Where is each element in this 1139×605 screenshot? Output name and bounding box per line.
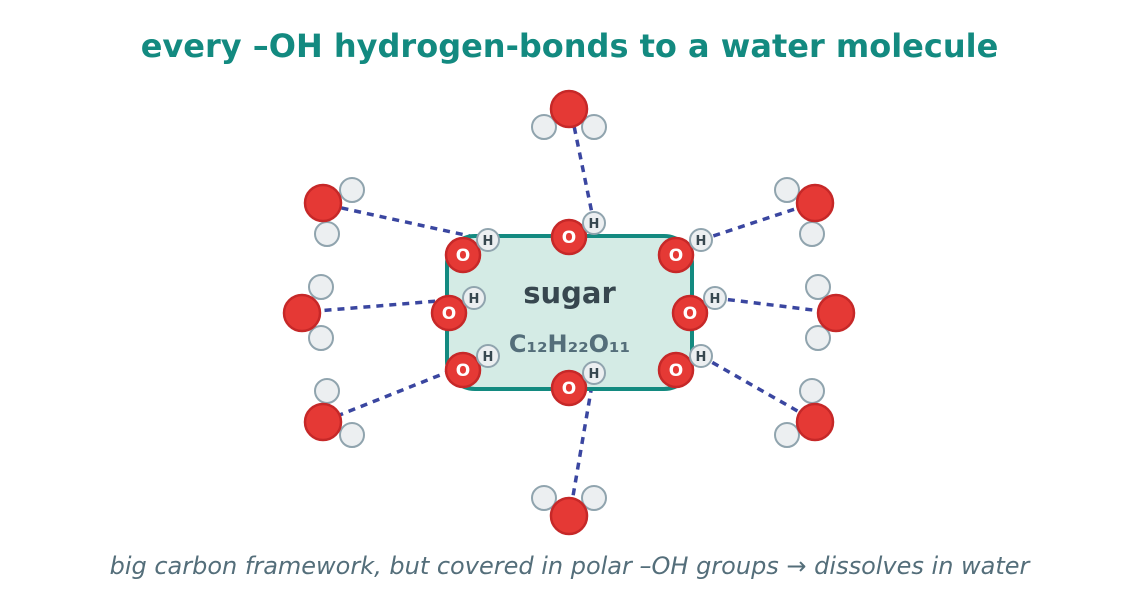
water-molecule: [805, 274, 856, 351]
hydroxyl-hydrogen-atom: [476, 228, 500, 252]
hydroxyl-hydrogen-atom: [462, 286, 486, 310]
sugar-label: sugar: [523, 276, 616, 310]
water-hydrogen-atom: [308, 325, 334, 351]
hydroxyl-oxygen-atom: [430, 294, 468, 332]
hydrogen-label: H: [589, 217, 600, 232]
hydroxyl-group: OH: [550, 211, 606, 256]
hydroxyl-group: OH: [550, 361, 606, 407]
water-hydrogen-atom: [774, 177, 800, 203]
water-oxygen-atom: [549, 496, 589, 536]
oxygen-label: O: [562, 228, 576, 248]
hydroxyl-group: OH: [657, 344, 713, 389]
water-hydrogen-atom: [581, 114, 607, 140]
hydroxyl-oxygen-atom: [657, 236, 695, 274]
water-hydrogen-atom: [339, 177, 365, 203]
water-hydrogen-atom: [339, 422, 365, 448]
water-hydrogen-atom: [774, 422, 800, 448]
water-hydrogen-atom: [805, 274, 831, 300]
oxygen-label: O: [456, 361, 470, 381]
oxygen-label: O: [456, 246, 470, 266]
hydroxyl-hydrogen-atom: [689, 228, 713, 252]
water-oxygen-atom: [303, 183, 343, 223]
hydrogen-label: H: [696, 350, 707, 365]
oxygen-label: O: [669, 246, 683, 266]
water-hydrogen-atom: [531, 114, 557, 140]
hydroxyl-hydrogen-atom: [476, 344, 500, 368]
water-hydrogen-atom: [799, 378, 825, 404]
water-molecule: [774, 378, 835, 448]
page-title: every –OH hydrogen-bonds to a water mole…: [141, 27, 999, 65]
hydrogen-bond-line: [336, 205, 489, 242]
water-molecules: [282, 89, 856, 536]
hydrogen-bond-line: [570, 372, 596, 503]
hydrogen-label: H: [710, 292, 721, 307]
hydroxyl-hydrogen-atom: [582, 211, 606, 235]
hydrogen-bond-line: [700, 354, 802, 415]
hydroxyl-hydrogen-atom: [582, 361, 606, 385]
hydrogen-label: H: [589, 367, 600, 382]
water-molecule: [531, 485, 607, 536]
water-oxygen-atom: [795, 183, 835, 223]
sugar-formula: C₁₂H₂₂O₁₁: [509, 330, 630, 358]
hydroxyl-group: OH: [657, 228, 713, 274]
oxygen-label: O: [562, 379, 576, 399]
hydroxyl-oxygen-atom: [671, 294, 709, 332]
caption: big carbon framework, but covered in pol…: [110, 552, 1032, 580]
water-molecule: [303, 378, 365, 448]
hydroxyl-hydrogen-atom: [689, 344, 713, 368]
water-molecule: [531, 89, 607, 140]
water-oxygen-atom: [816, 293, 856, 333]
hydrogen-bond-line: [714, 296, 822, 313]
hydrogen-label: H: [483, 234, 494, 249]
water-molecule: [282, 274, 334, 351]
hydrogen-label: H: [483, 350, 494, 365]
water-hydrogen-atom: [308, 274, 334, 300]
water-oxygen-atom: [282, 293, 322, 333]
hydroxyl-oxygen-atom: [657, 351, 695, 389]
water-hydrogen-atom: [799, 221, 825, 247]
water-hydrogen-atom: [314, 221, 340, 247]
oxygen-label: O: [442, 304, 456, 324]
water-oxygen-atom: [549, 89, 589, 129]
water-hydrogen-atom: [581, 485, 607, 511]
oxygen-label: O: [669, 361, 683, 381]
hydroxyl-group: OH: [430, 286, 486, 332]
water-oxygen-atom: [795, 402, 835, 442]
hydrogen-label: H: [696, 234, 707, 249]
hydrogen-label: H: [469, 292, 480, 307]
hydroxyl-group: OH: [671, 286, 727, 332]
water-hydrogen-atom: [314, 378, 340, 404]
hydrogen-bond-line: [700, 205, 802, 242]
hydroxyl-oxygen-atom: [444, 236, 482, 274]
hydroxyl-group: OH: [444, 344, 500, 389]
hydrogen-bond-line: [571, 120, 596, 224]
hydroxyl-group: OH: [444, 228, 500, 274]
water-hydrogen-atom: [531, 485, 557, 511]
hydroxyl-hydrogen-atom: [703, 286, 727, 310]
oxygen-label: O: [683, 304, 697, 324]
water-molecule: [303, 177, 365, 247]
water-molecule: [774, 177, 835, 247]
water-hydrogen-atom: [805, 325, 831, 351]
hydroxyl-oxygen-atom: [550, 218, 588, 256]
water-oxygen-atom: [303, 402, 343, 442]
hydroxyl-oxygen-atom: [444, 351, 482, 389]
hydroxyl-oxygen-atom: [550, 369, 588, 407]
